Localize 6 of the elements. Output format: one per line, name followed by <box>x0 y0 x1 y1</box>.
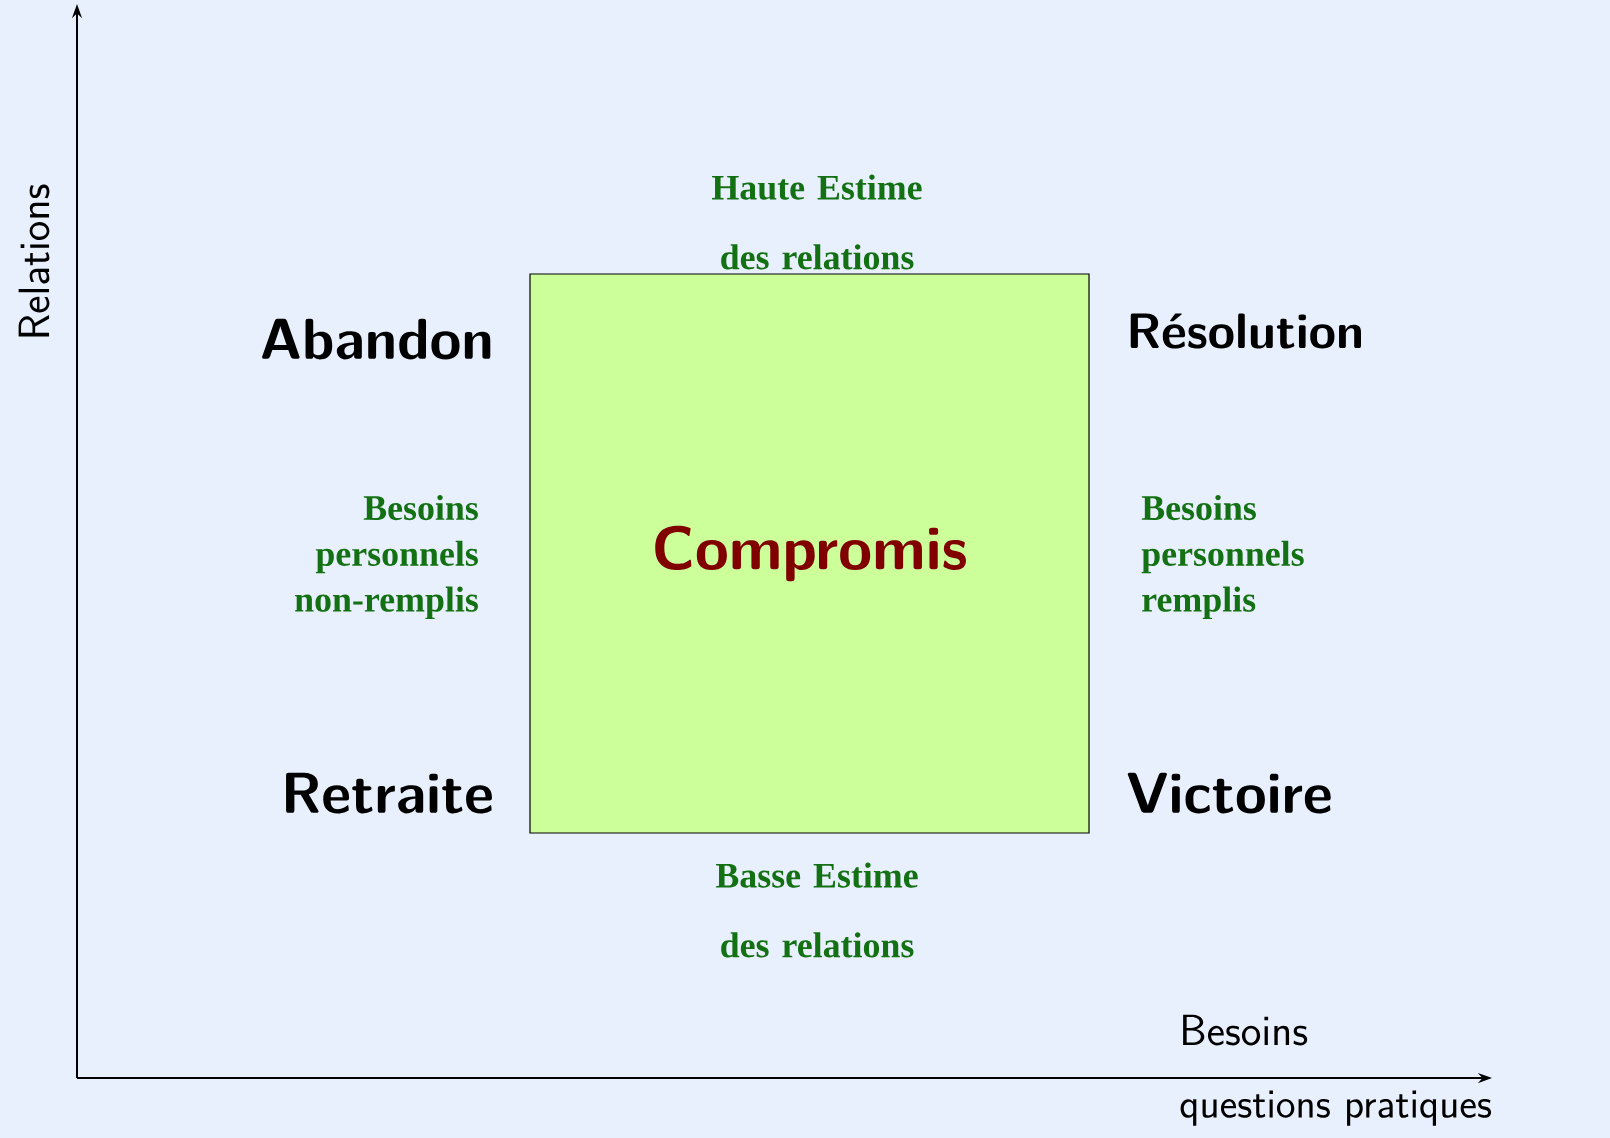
annotation-text: Besoins personnels remplis <box>1141 494 1304 620</box>
annotation-text: Besoins personnels non-remplis <box>295 494 478 620</box>
axis-label: Relations <box>18 184 50 337</box>
square-box: Compromis <box>529 273 1090 834</box>
axis-label: questions pratiques <box>1180 1090 1492 1126</box>
axis-label: Besoins <box>1183 1014 1308 1046</box>
